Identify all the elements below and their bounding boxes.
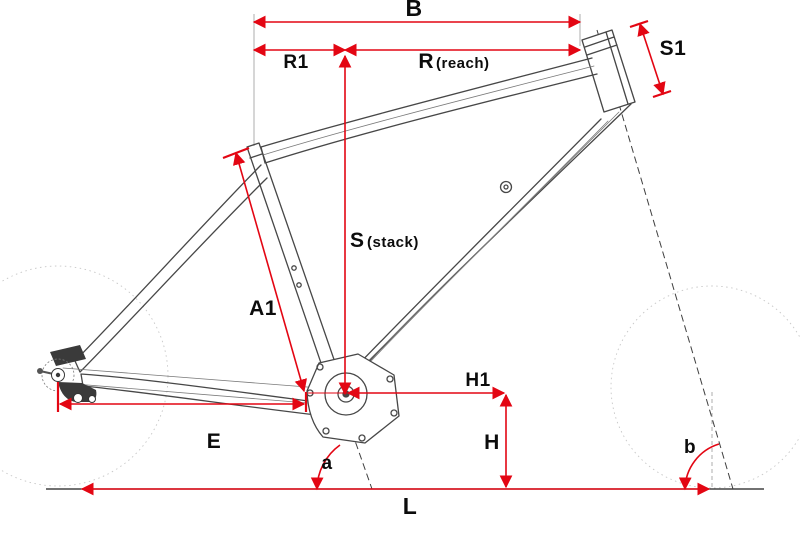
label-angle-b: b [684, 437, 696, 458]
angle-a-arc [310, 444, 341, 491]
frame-drawing [62, 29, 636, 444]
top-tube [260, 57, 598, 164]
label-b: B [405, 0, 422, 21]
motor-bolt [316, 363, 324, 371]
reference-lines [46, 14, 764, 490]
brake-caliper [50, 345, 86, 366]
dimension-labels: B R1 R (reach) S1 S (stack) A1 H1 H E L … [207, 0, 696, 519]
label-r-sub: (reach) [436, 55, 490, 72]
bottle-boss [296, 282, 302, 288]
label-s-sub: (stack) [367, 234, 419, 251]
motor-bolt [322, 427, 330, 435]
head-tube [581, 29, 636, 113]
label-h1: H1 [465, 370, 490, 391]
derailleur-pulley [88, 395, 96, 403]
label-r: R [418, 50, 434, 73]
label-h: H [484, 431, 500, 454]
rear-derailleur [58, 382, 97, 402]
charge-port-center [503, 184, 509, 190]
label-s: S [350, 229, 365, 252]
bottom-bracket-center [342, 390, 350, 398]
label-l: L [403, 493, 418, 519]
dimension-s1-line [637, 22, 666, 96]
label-r1: R1 [283, 52, 308, 73]
chain-stays [80, 373, 334, 418]
angle-b-arc [678, 443, 720, 491]
rear-axle-center [55, 372, 61, 378]
motor-bolt [390, 409, 398, 417]
dimension-e-ticks [56, 382, 308, 412]
dimension-a1-tick [222, 146, 250, 160]
front-wheel-outline [610, 285, 800, 489]
axle-lever [37, 368, 43, 374]
bottle-boss [291, 265, 297, 271]
label-angle-a: a [321, 453, 332, 474]
headset-spacers [584, 36, 618, 56]
label-s1: S1 [660, 37, 687, 60]
motor-bolt [386, 375, 394, 383]
cable-line [262, 65, 595, 156]
label-e: E [207, 430, 222, 453]
rear-wheel-outline [0, 265, 169, 487]
rear-hub-assembly [37, 345, 97, 403]
dimension-s1-ticks [629, 19, 672, 99]
seat-stays [74, 164, 268, 373]
head-tube-inner-line [605, 31, 629, 105]
dimension-a1-line [233, 151, 307, 393]
derailleur-pulley [73, 393, 83, 403]
dimension-lines [56, 15, 720, 496]
motor-bolt [358, 434, 366, 442]
label-a1: A1 [249, 297, 277, 320]
charge-port [499, 180, 513, 194]
